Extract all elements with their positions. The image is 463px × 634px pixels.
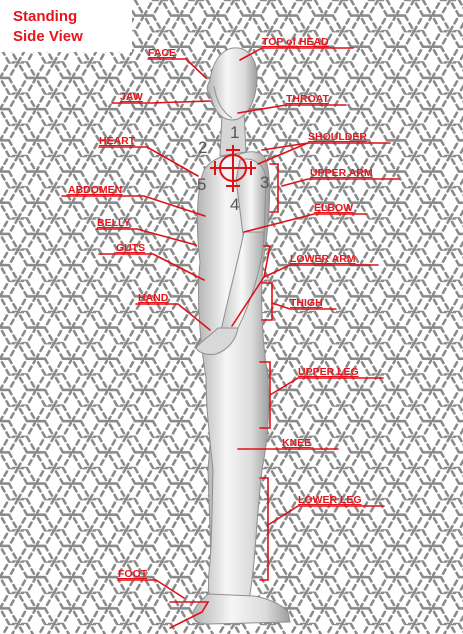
title-line-2: Side View [13,28,83,45]
zone-number-5: 5 [197,175,206,194]
title-line-1: Standing [13,8,77,25]
label-top-of-head: TOP of HEAD [262,36,329,48]
label-face: FACE [148,47,176,59]
label-upper-leg: UPPER LEG [298,366,359,378]
label-shoulder: SHOULDER [308,131,367,143]
label-hand: HAND [138,292,169,304]
label-throat: THROAT [286,93,330,105]
zone-number-1: 1 [230,123,239,142]
label-heart: HEART [99,135,136,147]
label-knee: KNEE [282,437,311,449]
label-elbow: ELBOW [314,202,353,214]
label-abdomen: ABDOMEN [68,184,122,196]
label-thigh: THIGH [290,297,323,309]
label-guts: GUTS [116,242,145,254]
label-upper-arm: UPPER ARM [310,167,373,179]
zone-number-4: 4 [230,195,239,214]
label-lower-leg: LOWER LEG [298,494,362,506]
zone-number-3: 3 [260,173,269,192]
zone-number-2: 2 [198,138,207,157]
label-foot: FOOT [118,568,148,580]
label-belly: BELLY [97,217,130,229]
label-lower-arm: LOWER ARM [290,253,356,265]
label-jaw: JAW [120,91,143,103]
